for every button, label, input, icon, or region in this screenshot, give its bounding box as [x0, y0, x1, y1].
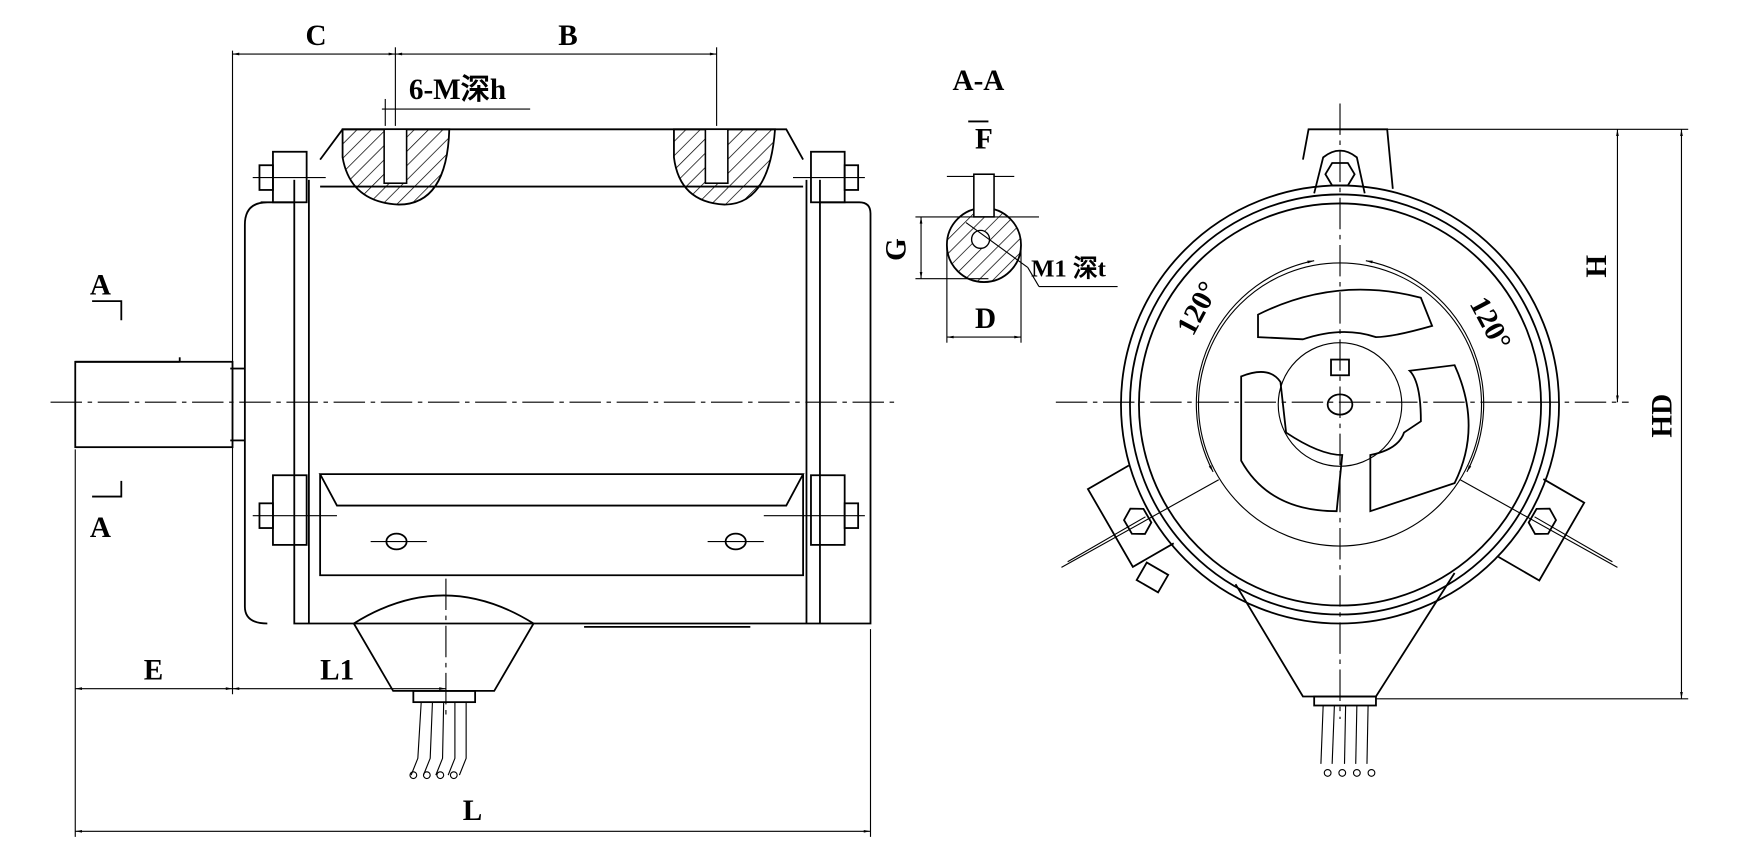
dim-d-label: D: [975, 303, 996, 335]
section-a-a: A-A F G D M1 深t: [880, 65, 1118, 343]
dim-hd-label: HD: [1646, 394, 1678, 438]
section-mark-bottom: A: [90, 512, 111, 544]
hole-note: 6-M深h: [409, 73, 506, 106]
lead-wires-end: [1320, 705, 1376, 777]
bolt-bottom-left: [252, 474, 337, 546]
bolt-top-right: [792, 150, 865, 204]
bolt-bottom-right: [763, 474, 865, 546]
terminal-box: [352, 594, 535, 692]
dim-h-label: H: [1581, 255, 1613, 278]
section-mark-top: A: [90, 269, 111, 301]
dim-g-label: G: [880, 238, 912, 261]
dim-e-label: E: [144, 655, 163, 687]
vent-slot-top: [1257, 288, 1434, 341]
bottom-mounting-bar: [318, 473, 805, 577]
section-title: A-A: [952, 65, 1004, 97]
side-lug-right: [1497, 478, 1613, 582]
vent-slot-left: [1240, 371, 1344, 513]
shaft: [74, 360, 234, 449]
dim-l-label: L: [463, 795, 482, 827]
key: [973, 173, 995, 218]
side-view: C B 6-M深h: [50, 20, 899, 837]
lead-wires: [409, 702, 467, 780]
dim-b-label: B: [558, 20, 577, 52]
motor-body: [243, 201, 872, 625]
end-view: 120° 120° H HD: [1055, 103, 1689, 777]
thread-note: M1 深t: [1031, 254, 1107, 282]
top-mounting-flange: [319, 128, 804, 161]
angle-left-label: 120°: [1171, 276, 1225, 340]
top-lug: [1302, 128, 1394, 189]
dim-c-label: C: [306, 20, 327, 52]
side-lug-left: [1067, 464, 1175, 569]
dim-l1-label: L1: [320, 655, 354, 687]
dim-f-label: F: [975, 123, 993, 155]
bolt-top-left: [252, 150, 326, 204]
